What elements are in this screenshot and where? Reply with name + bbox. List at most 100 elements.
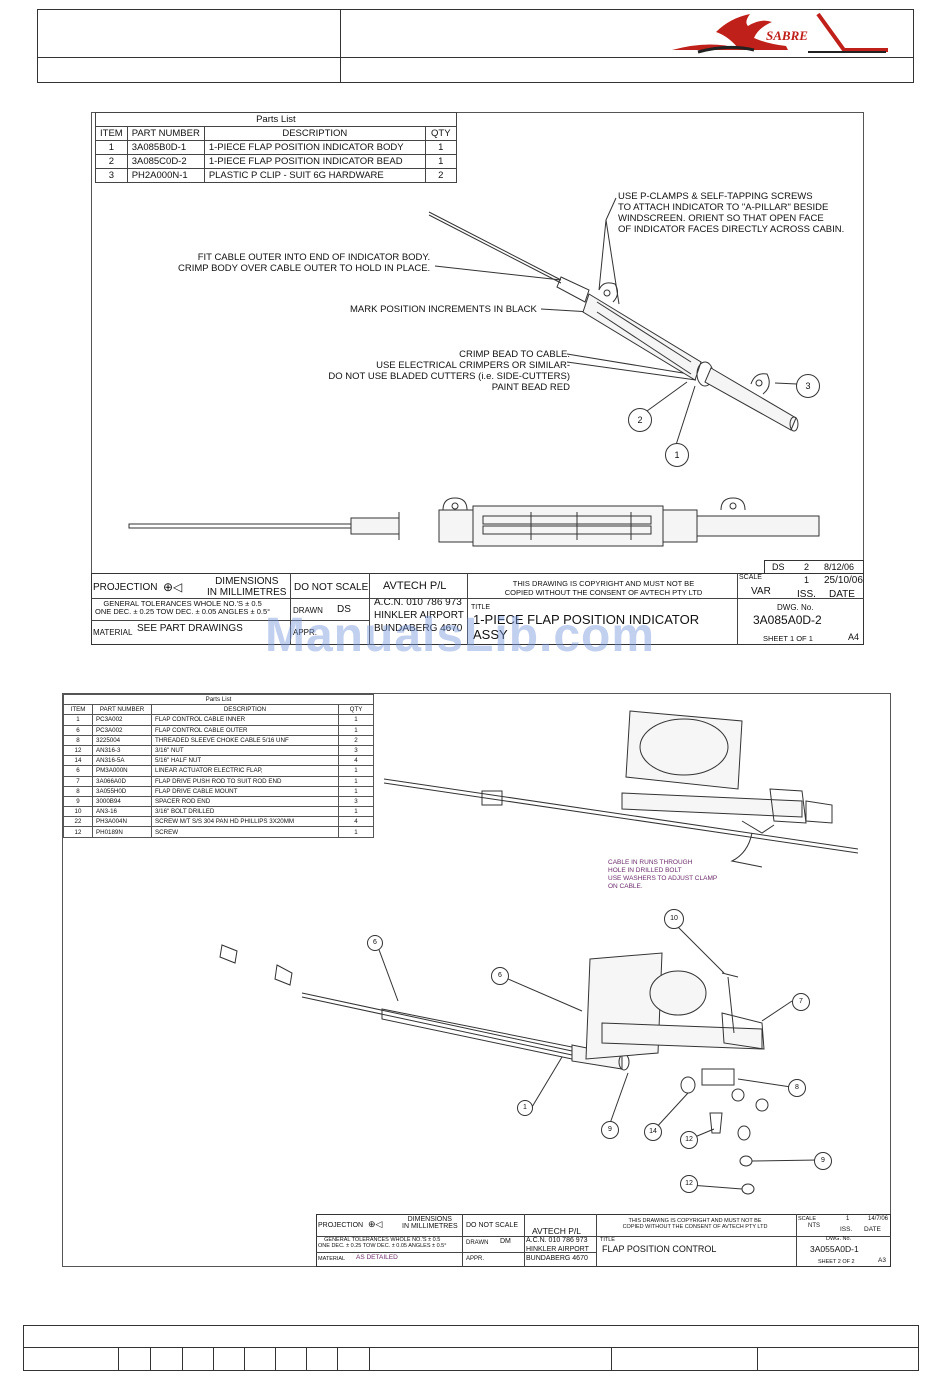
note-line: FIT CABLE OUTER INTO END OF INDICATOR BO… bbox=[197, 252, 431, 263]
tb-divider bbox=[369, 573, 370, 645]
drawn-label: DRAWN bbox=[466, 1240, 489, 1246]
copyright-line: COPIED WITHOUT THE CONSENT OF AVTECH PTY… bbox=[504, 588, 703, 597]
drawn-value: DM bbox=[500, 1238, 511, 1245]
callout-7: 7 bbox=[792, 993, 810, 1011]
tolerance-line: ONE DEC. ± 0.25 TOW DEC. ± 0.05 ANGLES ±… bbox=[95, 607, 271, 616]
address2: BUNDABERG 4670 bbox=[526, 1255, 588, 1262]
acn: A.C.N. 010 786 973 bbox=[374, 597, 462, 608]
sheet1-parts-list: Parts List ITEM PART NUMBER DESCRIPTION … bbox=[95, 112, 457, 183]
tolerances: GENERAL TOLERANCES WHOLE NO.'S ± 0.5 ONE… bbox=[318, 1237, 446, 1249]
drawn-value: DS bbox=[337, 604, 351, 615]
table-row: 2 3A085C0D-2 1-PIECE FLAP POSITION INDIC… bbox=[95, 154, 457, 169]
scale-value: NTS bbox=[808, 1223, 820, 1229]
callout-12b: 12 bbox=[680, 1175, 698, 1193]
acn: A.C.N. 010 786 973 bbox=[526, 1237, 588, 1244]
tb-divider bbox=[290, 573, 291, 645]
address2: BUNDABERG 4670 bbox=[374, 623, 463, 634]
drawing-title: 1-PIECE FLAP POSITION INDICATOR bbox=[473, 612, 700, 627]
note-line: TO ATTACH INDICATOR TO "A-PILLAR" BESIDE bbox=[618, 202, 829, 213]
cell-qty: 2 bbox=[424, 168, 457, 183]
do-not-scale: DO NOT SCALE bbox=[466, 1222, 518, 1229]
dimensions-label: DIMENSIONS IN MILLIMETRES bbox=[402, 1216, 458, 1230]
flap-control-drawing bbox=[219, 710, 859, 1195]
do-not-scale: DO NOT SCALE bbox=[294, 582, 369, 593]
note-line: CRIMP BEAD TO CABLE. bbox=[459, 349, 570, 360]
indicator-assembly-drawing bbox=[128, 197, 820, 547]
note-mark: MARK POSITION INCREMENTS IN BLACK bbox=[350, 304, 537, 315]
scale-label: SCALE bbox=[798, 1216, 817, 1222]
tb-divider bbox=[737, 573, 738, 645]
note-p-clamps: USE P-CLAMPS & SELF-TAPPING SCREWS TO AT… bbox=[618, 191, 844, 235]
callout-2: 2 bbox=[628, 408, 652, 432]
note-cable-runs: CABLE IN RUNS THROUGH HOLE IN DRILLED BO… bbox=[608, 859, 717, 891]
dwg-label: DWG. No. bbox=[777, 603, 814, 612]
callout-1: 1 bbox=[665, 443, 689, 467]
tb-divider bbox=[91, 620, 369, 621]
dimensions-line: DIMENSIONS bbox=[407, 1216, 452, 1223]
projection-symbol-icon: ⊕◁ bbox=[163, 580, 183, 594]
dimensions-line: DIMENSIONS bbox=[215, 576, 279, 587]
sheet2-title-block: PROJECTION ⊕◁ DIMENSIONS IN MILLIMETRES … bbox=[316, 1214, 891, 1267]
page-footer bbox=[23, 1325, 919, 1371]
paper-size: A3 bbox=[878, 1257, 886, 1264]
note-line: USE P-CLAMPS & SELF-TAPPING SCREWS bbox=[618, 191, 813, 202]
callout-3: 3 bbox=[796, 374, 820, 398]
page-header bbox=[37, 9, 914, 83]
note-line: USE WASHERS TO ADJUST CLAMP bbox=[608, 875, 718, 882]
date-label: DATE bbox=[829, 589, 855, 600]
iss-label: ISS. bbox=[840, 1226, 853, 1233]
drawn-label: DRAWN bbox=[293, 606, 323, 615]
projection-label: PROJECTION bbox=[318, 1222, 364, 1229]
tolerances: GENERAL TOLERANCES WHOLE NO.'S ± 0.5 ONE… bbox=[95, 600, 270, 616]
table-row: 3 PH2A000N-1 PLASTIC P CLIP - SUIT 6G HA… bbox=[95, 168, 457, 183]
copyright-line: THIS DRAWING IS COPYRIGHT AND MUST NOT B… bbox=[512, 579, 695, 588]
callout-6b: 6 bbox=[491, 967, 509, 985]
paper-size: A4 bbox=[848, 632, 860, 642]
callout-12a: 12 bbox=[680, 1131, 698, 1149]
tb-divider bbox=[796, 1214, 797, 1267]
tb-divider bbox=[316, 1252, 596, 1253]
in-mm-line: IN MILLIMETRES bbox=[207, 587, 287, 598]
rev-by: DS bbox=[772, 562, 785, 572]
dwg-label: DWG. No. bbox=[826, 1236, 852, 1242]
material-label: MATERIAL bbox=[93, 628, 133, 637]
footer-divider-h bbox=[23, 1347, 919, 1348]
tb-divider bbox=[316, 1236, 891, 1237]
rev-iss: 1 bbox=[804, 575, 810, 585]
scale-value: VAR bbox=[751, 586, 771, 597]
header-divider-h bbox=[37, 57, 914, 58]
iss-label: ISS. bbox=[797, 589, 816, 600]
address1: HINKLER AIRPORT bbox=[526, 1246, 589, 1253]
drawing-title-2: ASSY bbox=[473, 627, 508, 642]
appr-label: APPR. bbox=[293, 628, 318, 637]
company: AVTECH P/L bbox=[383, 580, 447, 592]
note-line: CRIMP BODY OVER CABLE OUTER TO HOLD IN P… bbox=[178, 263, 431, 274]
scale-label: SCALE bbox=[739, 574, 762, 581]
note-cable-outer: FIT CABLE OUTER INTO END OF INDICATOR BO… bbox=[178, 252, 430, 274]
title-label: TITLE bbox=[600, 1237, 615, 1243]
callout-1: 1 bbox=[517, 1100, 533, 1116]
dwg-number: 3A085A0D-2 bbox=[753, 613, 822, 627]
rev-date: 25/10/06 bbox=[824, 575, 863, 586]
sheet1-title-block: DS 2 8/12/06 1 25/10/06 PROJECTION ⊕◁ DI… bbox=[91, 560, 864, 645]
callout-10: 10 bbox=[664, 909, 684, 929]
date-label: DATE bbox=[864, 1226, 881, 1233]
tb-divider bbox=[462, 1214, 463, 1267]
material-label: MATERIAL bbox=[318, 1256, 346, 1262]
cell-part-number: PH2A000N-1 bbox=[126, 168, 205, 183]
note-crimp: CRIMP BEAD TO CABLE. USE ELECTRICAL CRIM… bbox=[320, 349, 570, 393]
sheet2-parts-list: Parts List ITEM PART NUMBER DESCRIPTION … bbox=[63, 693, 374, 838]
callout-14: 14 bbox=[644, 1123, 662, 1141]
material-value: SEE PART DRAWINGS bbox=[137, 623, 243, 634]
note-line: MARK POSITION INCREMENTS IN BLACK bbox=[350, 304, 537, 315]
sheet-number: SHEET 2 OF 2 bbox=[818, 1259, 855, 1265]
callout-9b: 9 bbox=[814, 1152, 832, 1170]
note-line: PAINT BEAD RED bbox=[491, 382, 570, 393]
note-line: USE ELECTRICAL CRIMPERS OR SIMILAR- bbox=[376, 360, 570, 371]
tolerance-line: GENERAL TOLERANCES WHOLE NO.'S ± 0.5 bbox=[103, 599, 262, 608]
rev-iss: 1 bbox=[846, 1216, 850, 1222]
sabre-logo: SABRE bbox=[668, 10, 890, 56]
tolerance-line: GENERAL TOLERANCES WHOLE NO.'S ± 0.5 bbox=[324, 1237, 441, 1243]
title-block-frame bbox=[91, 573, 864, 645]
